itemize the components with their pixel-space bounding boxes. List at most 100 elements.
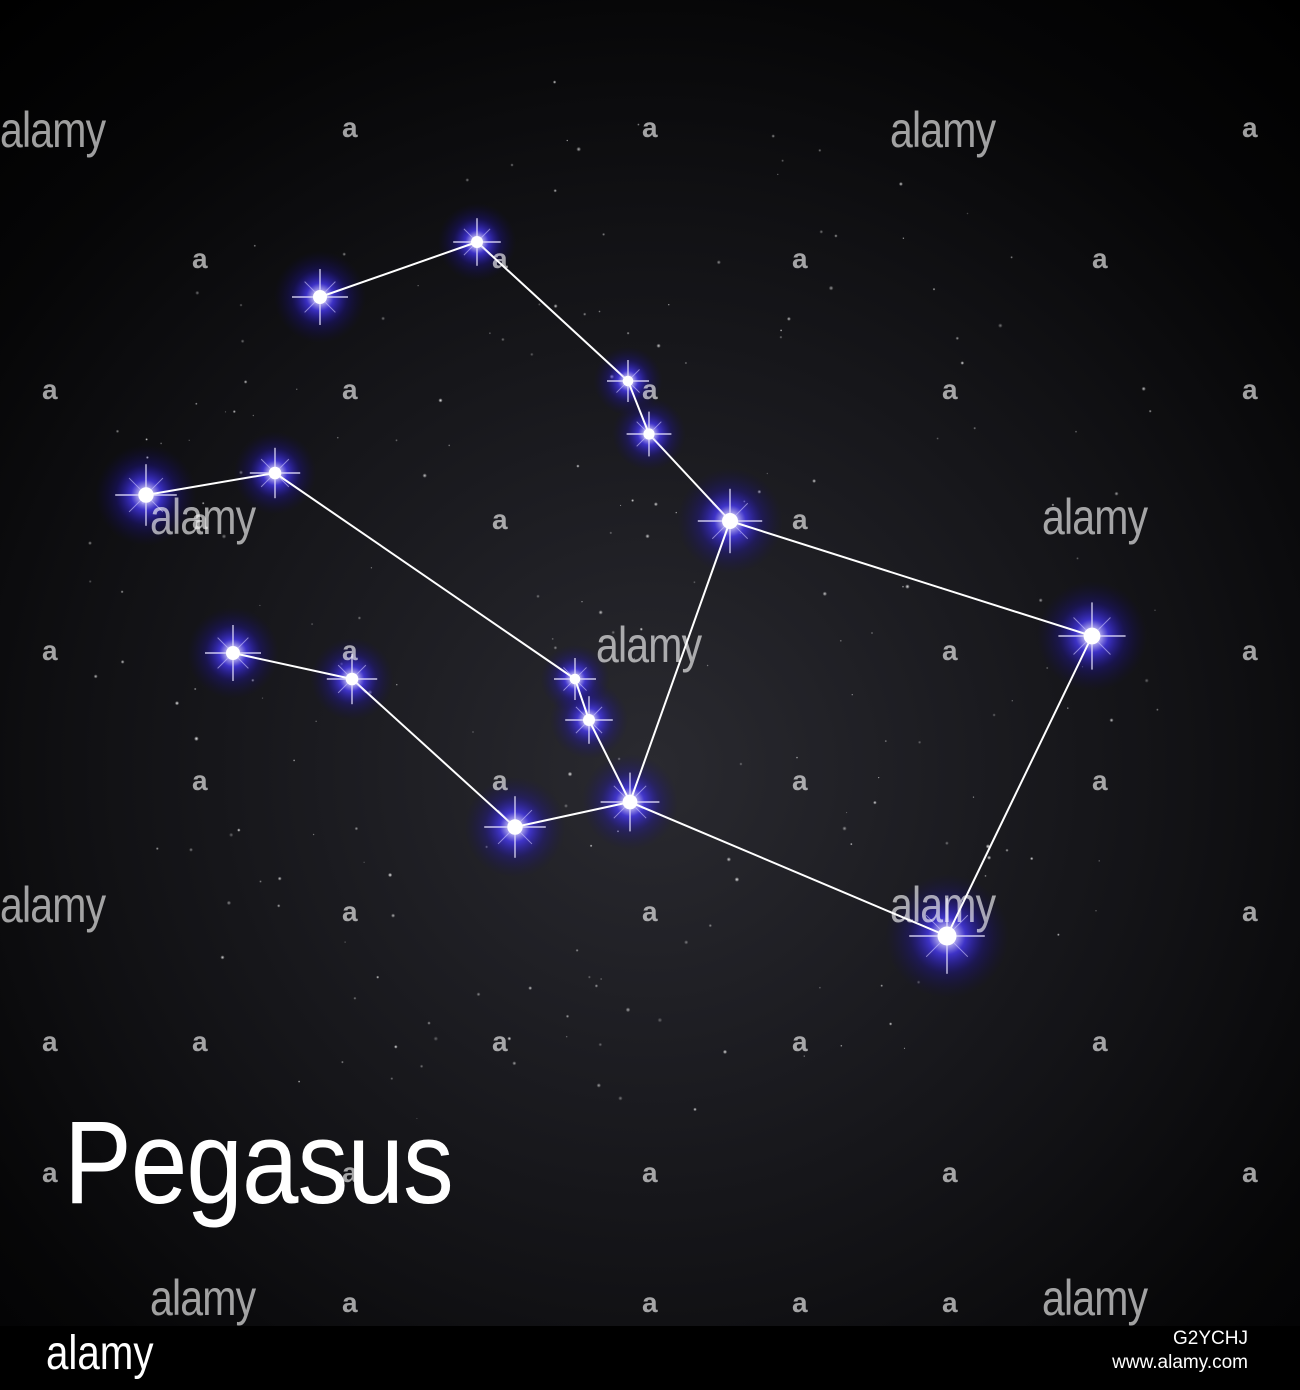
background-star: [812, 479, 817, 483]
watermark-mark: a: [942, 374, 958, 405]
background-star: [1098, 859, 1101, 862]
background-star: [997, 323, 1003, 328]
constellation-line: [629, 520, 731, 803]
background-star: [277, 876, 282, 881]
watermark-mark: a: [42, 1026, 58, 1057]
background-star: [576, 146, 582, 152]
background-star: [433, 1036, 439, 1042]
watermark-mark: a: [342, 896, 358, 927]
background-star: [563, 803, 569, 808]
background-star: [618, 1096, 623, 1101]
watermark-mark: a: [42, 1157, 58, 1188]
image-id: G2YCHJ: [1173, 1328, 1248, 1349]
background-star: [1011, 699, 1014, 702]
background-star: [842, 826, 847, 831]
background-star: [818, 986, 822, 989]
watermark-mark: a: [1092, 1026, 1108, 1057]
constellation-star: [697, 488, 763, 554]
background-star: [488, 332, 492, 335]
constellation-line: [574, 678, 590, 721]
background-star: [145, 438, 148, 441]
constellation-star: [453, 218, 501, 266]
watermark-mark: a: [642, 1157, 658, 1188]
background-star: [391, 913, 396, 918]
constellation-line: [514, 801, 631, 828]
background-star: [708, 923, 712, 928]
background-star: [1029, 856, 1034, 861]
background-star: [510, 163, 514, 167]
constellation-title: Pegasus: [64, 1097, 454, 1229]
watermark-text: alamy: [1042, 1270, 1148, 1326]
background-star: [120, 659, 125, 664]
constellation-star: [115, 464, 177, 526]
background-star: [576, 464, 580, 468]
background-star: [928, 138, 932, 142]
watermark-mark: a: [492, 765, 508, 796]
background-star: [1005, 848, 1009, 852]
watermark-mark: a: [642, 896, 658, 927]
constellation-line: [232, 652, 353, 680]
background-star: [229, 832, 234, 838]
watermark-mark: a: [942, 1157, 958, 1188]
background-star: [656, 343, 661, 349]
background-star: [625, 1007, 631, 1013]
background-star: [174, 701, 180, 706]
background-star: [1074, 430, 1078, 433]
constellation-star: [292, 269, 348, 325]
background-star: [587, 975, 591, 979]
background-star: [512, 1061, 517, 1066]
background-star: [448, 444, 451, 447]
background-star: [594, 984, 599, 988]
background-star: [189, 847, 193, 852]
background-star: [818, 148, 822, 152]
background-star: [390, 1077, 394, 1081]
background-star: [357, 616, 362, 620]
background-star: [716, 260, 721, 265]
background-star: [221, 534, 227, 539]
constellation-star: [326, 653, 378, 705]
background-star: [1154, 609, 1156, 612]
background-star: [201, 501, 205, 505]
background-star: [1038, 598, 1043, 603]
background-star: [315, 720, 318, 723]
constellation-star: [626, 411, 672, 457]
background-star: [871, 632, 873, 634]
constellation-lines: [145, 241, 1093, 937]
watermark-mark: a: [1242, 112, 1258, 143]
background-star: [598, 310, 601, 313]
background-star: [766, 472, 769, 475]
background-star: [667, 303, 670, 306]
background-star: [880, 984, 884, 988]
background-star: [834, 234, 838, 238]
watermark-mark: a: [492, 504, 508, 535]
background-star: [239, 303, 243, 307]
watermark-mark: a: [342, 374, 358, 405]
background-star: [567, 771, 573, 777]
background-star: [626, 331, 630, 335]
watermark-mark: a: [1242, 896, 1258, 927]
background-star: [600, 978, 603, 980]
watermark-mark: a: [1242, 374, 1258, 405]
background-star: [839, 639, 842, 642]
background-star: [1066, 707, 1069, 710]
background-star: [1114, 491, 1119, 496]
background-star: [877, 776, 880, 779]
constellation-line: [946, 635, 1093, 937]
background-star: [795, 756, 799, 759]
background-star: [845, 811, 848, 814]
watermark-mark: a: [792, 1026, 808, 1057]
footer-bar: [0, 1326, 1300, 1390]
background-star: [427, 1021, 431, 1025]
background-star: [598, 610, 603, 615]
background-star: [93, 674, 98, 679]
background-star: [657, 1017, 663, 1023]
background-star: [779, 329, 783, 332]
background-star: [684, 940, 689, 945]
constellation-line: [588, 719, 631, 803]
watermark-mark: a: [342, 635, 358, 666]
background-star: [693, 580, 696, 584]
background-star: [619, 504, 622, 507]
background-star: [706, 664, 709, 667]
background-star: [465, 178, 470, 182]
background-star: [786, 316, 791, 321]
